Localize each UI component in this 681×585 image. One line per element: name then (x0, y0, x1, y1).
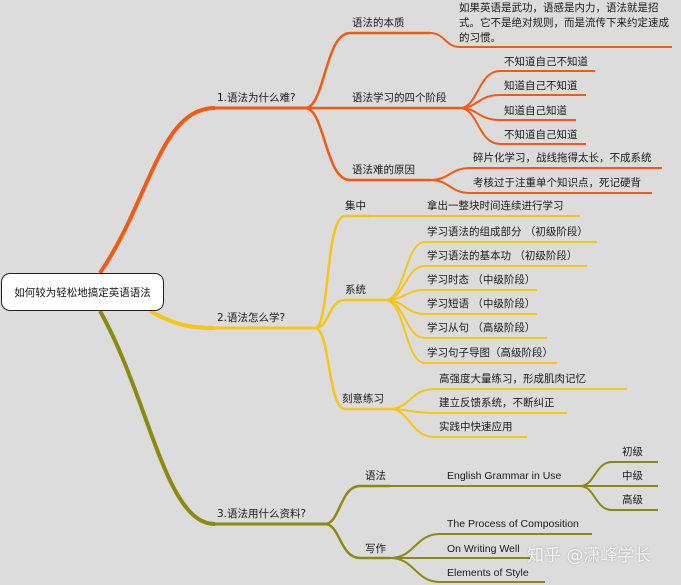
system-item[interactable]: 学习时态 （中级阶段） (427, 274, 536, 286)
node-focus[interactable]: 集中 (345, 200, 366, 212)
stage-item[interactable]: 知道自己知道 (504, 105, 567, 117)
connector-root-branch2 (149, 309, 216, 330)
system-item[interactable]: 学习短语 （中级阶段） (427, 298, 536, 310)
level-item[interactable]: 中级 (622, 470, 643, 482)
branch-how-to-learn[interactable]: 2.语法怎么学? (217, 312, 286, 324)
node-difficulty-reasons[interactable]: 语法难的原因 (352, 164, 415, 176)
root-node[interactable]: 如何较为轻松地搞定英语语法 (1, 273, 164, 311)
focus-item[interactable]: 拿出一整块时间连续进行学习 (427, 200, 564, 212)
connector-root-branch3 (98, 310, 216, 526)
stage-item[interactable]: 不知道自己不知道 (504, 56, 588, 68)
node-grammar-essence[interactable]: 语法的本质 (352, 17, 405, 29)
practice-item[interactable]: 实践中快速应用 (439, 421, 513, 433)
stage-item[interactable]: 不知道自己知道 (504, 129, 578, 141)
node-grammar-books[interactable]: 语法 (365, 470, 386, 482)
reason-item[interactable]: 碎片化学习，战线拖得太长，不成系统 (473, 152, 652, 164)
practice-item[interactable]: 高强度大量练习，形成肌肉记忆 (439, 373, 586, 385)
book-item[interactable]: On Writing Well (447, 543, 520, 555)
book-item[interactable]: The Process of Composition (447, 518, 579, 530)
watermark: 知乎 @潇峰学长 (527, 546, 652, 566)
system-item[interactable]: 学习语法的基本功 （初级阶段） (427, 250, 578, 262)
node-writing-books[interactable]: 写作 (365, 543, 386, 555)
level-item[interactable]: 初级 (622, 446, 643, 458)
node-system[interactable]: 系统 (345, 284, 366, 296)
reason-item[interactable]: 考核过于注重单个知识点，死记硬背 (473, 177, 641, 189)
note-grammar-essence: 如果英语是武功，语感是内力，语法就是招式。它不是绝对规则，而是流传下来约定速成的… (459, 2, 669, 44)
book-item[interactable]: Elements of Style (447, 567, 529, 579)
system-item[interactable]: 学习语法的组成部分 （初级阶段） (427, 226, 588, 238)
node-deliberate-practice[interactable]: 刻意练习 (342, 393, 384, 405)
branch-why-difficult[interactable]: 1.语法为什么难? (217, 92, 296, 104)
node-four-stages[interactable]: 语法学习的四个阶段 (352, 92, 447, 104)
level-item[interactable]: 高级 (622, 494, 643, 506)
system-item[interactable]: 学习从句 （高级阶段） (427, 322, 536, 334)
book-item[interactable]: English Grammar in Use (447, 470, 562, 482)
branch-materials[interactable]: 3.语法用什么资料? (217, 508, 307, 520)
system-item[interactable]: 学习句子导图（高级阶段） (427, 347, 553, 359)
connector-root-branch1 (98, 106, 216, 275)
practice-item[interactable]: 建立反馈系统，不断纠正 (439, 397, 555, 409)
stage-item[interactable]: 知道自己不知道 (504, 80, 578, 92)
